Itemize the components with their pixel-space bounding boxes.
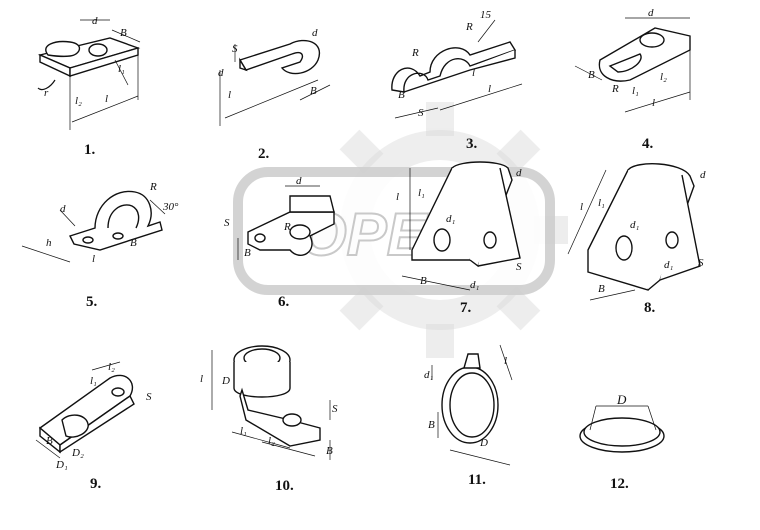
fig2-label-d-left: d <box>218 67 224 79</box>
fig4-label-B: B <box>588 69 595 81</box>
fig11-label-l: l <box>504 355 507 367</box>
fig11-label-D: D <box>479 437 488 449</box>
fig2-label-S: S <box>232 43 238 55</box>
fig5-label-R: R <box>149 181 157 193</box>
fig4-label-l: l <box>652 97 655 109</box>
fig7-label-d: d <box>516 167 522 179</box>
fig3-label-l-bottom: l <box>488 83 491 95</box>
fig7-label-S: S <box>516 261 522 273</box>
fig10-label-l: l <box>200 373 203 385</box>
fig1-label-l: l <box>105 93 108 105</box>
fig3-label-15: 15 <box>480 9 492 21</box>
figure-5-number: 5. <box>86 294 98 310</box>
figure-2-number: 2. <box>258 146 270 162</box>
fig8-label-d1-inner: d₁ <box>630 219 640 231</box>
fig8-label-d: d <box>700 169 706 181</box>
fig5-label-30deg: 30° <box>162 201 179 213</box>
fig3-label-l-mid: l <box>472 67 475 79</box>
fig9-label-D1: D₁ <box>55 459 68 471</box>
fig6-label-B: B <box>244 247 251 259</box>
fig8-label-S: S <box>698 257 704 269</box>
fig7-label-l: l <box>396 191 399 203</box>
figure-6: d S R B 6. <box>224 175 335 310</box>
figure-1-number: 1. <box>84 142 96 158</box>
figure-6-number: 6. <box>278 294 290 310</box>
figure-12-number: 12. <box>610 476 629 492</box>
fig4-label-R: R <box>611 83 619 95</box>
figure-8-number: 8. <box>644 300 656 316</box>
fig11-label-B: B <box>428 419 435 431</box>
figure-8: l l₁ d d₁ d₁ B S 8. <box>567 163 706 316</box>
fig2-label-d-top: d <box>312 27 318 39</box>
fig1-label-r: r <box>44 87 49 99</box>
figure-3-number: 3. <box>466 136 478 152</box>
fig9-label-D2: D₂ <box>71 447 84 459</box>
figure-7-number: 7. <box>460 300 472 316</box>
fig11-label-d1: d₁ <box>424 369 434 381</box>
fig7-label-d1-outer: d₁ <box>470 279 480 291</box>
fig10-label-D: D <box>221 375 230 387</box>
fig8-label-d1-outer: d₁ <box>664 259 674 271</box>
fig7-label-d1-inner: d₁ <box>446 213 456 225</box>
fig1-label-l1: l₁ <box>118 63 125 75</box>
fig4-label-d: d <box>648 7 654 19</box>
fig6-label-d: d <box>296 175 302 187</box>
fig10-label-S: S <box>332 403 338 415</box>
figure-9: l₁ l₂ B D₁ D₂ S 9. <box>35 361 152 492</box>
fig5-label-l: l <box>92 253 95 265</box>
fig1-label-B: B <box>120 27 127 39</box>
fig4-label-l2: l₂ <box>660 71 667 83</box>
figure-5: R 30° d h B l 5. <box>21 181 179 310</box>
fig5-label-B: B <box>130 237 137 249</box>
fig12-label-D: D <box>616 392 627 407</box>
figure-2: d S l B d 2. <box>218 27 331 162</box>
fig3-label-R-left: R <box>411 47 419 59</box>
figure-11-number: 11. <box>468 472 486 488</box>
fig10-label-l2: l₂ <box>268 435 275 447</box>
fig8-label-l: l <box>580 201 583 213</box>
figure-4: d B R l₁ l₂ l 4. <box>574 7 691 152</box>
figure-1: d B l₁ l l₂ r 1. <box>37 15 141 158</box>
figure-10: l D l₁ l₂ S B 10. <box>200 345 338 494</box>
fig1-label-d: d <box>92 15 98 27</box>
fig1-label-l2: l₂ <box>75 95 82 107</box>
fig2-label-B: B <box>310 85 317 97</box>
figure-3: R 15 R B l S l 3. <box>391 9 523 152</box>
fig10-label-B: B <box>326 445 333 457</box>
fig3-label-B: B <box>398 89 405 101</box>
fig3-label-S: S <box>418 107 424 119</box>
figure-9-number: 9. <box>90 476 102 492</box>
fig5-label-d: d <box>60 203 66 215</box>
fig7-label-B: B <box>420 275 427 287</box>
fig6-label-S: S <box>224 217 230 229</box>
fig8-label-l1: l₁ <box>598 197 605 209</box>
figure-11: d₁ l B D 11. <box>424 344 513 488</box>
fig9-label-S: S <box>146 391 152 403</box>
fig10-label-l1: l₁ <box>240 425 247 437</box>
figure-10-number: 10. <box>275 478 294 494</box>
fig2-label-l: l <box>228 89 231 101</box>
fig5-label-h: h <box>46 237 52 249</box>
figure-7: l l₁ d d₁ B d₁ S 7. <box>396 161 522 316</box>
fig9-label-l2: l₂ <box>108 361 115 373</box>
fig3-label-R-top: R <box>465 21 473 33</box>
figure-12: D 12. <box>579 392 665 492</box>
fig8-label-B: B <box>598 283 605 295</box>
fig6-label-R: R <box>283 221 291 233</box>
fig9-label-l1: l₁ <box>90 375 97 387</box>
figure-4-number: 4. <box>642 136 654 152</box>
fig4-label-l1: l₁ <box>632 85 639 97</box>
fig7-label-l1: l₁ <box>418 187 425 199</box>
fig9-label-B: B <box>46 435 53 447</box>
